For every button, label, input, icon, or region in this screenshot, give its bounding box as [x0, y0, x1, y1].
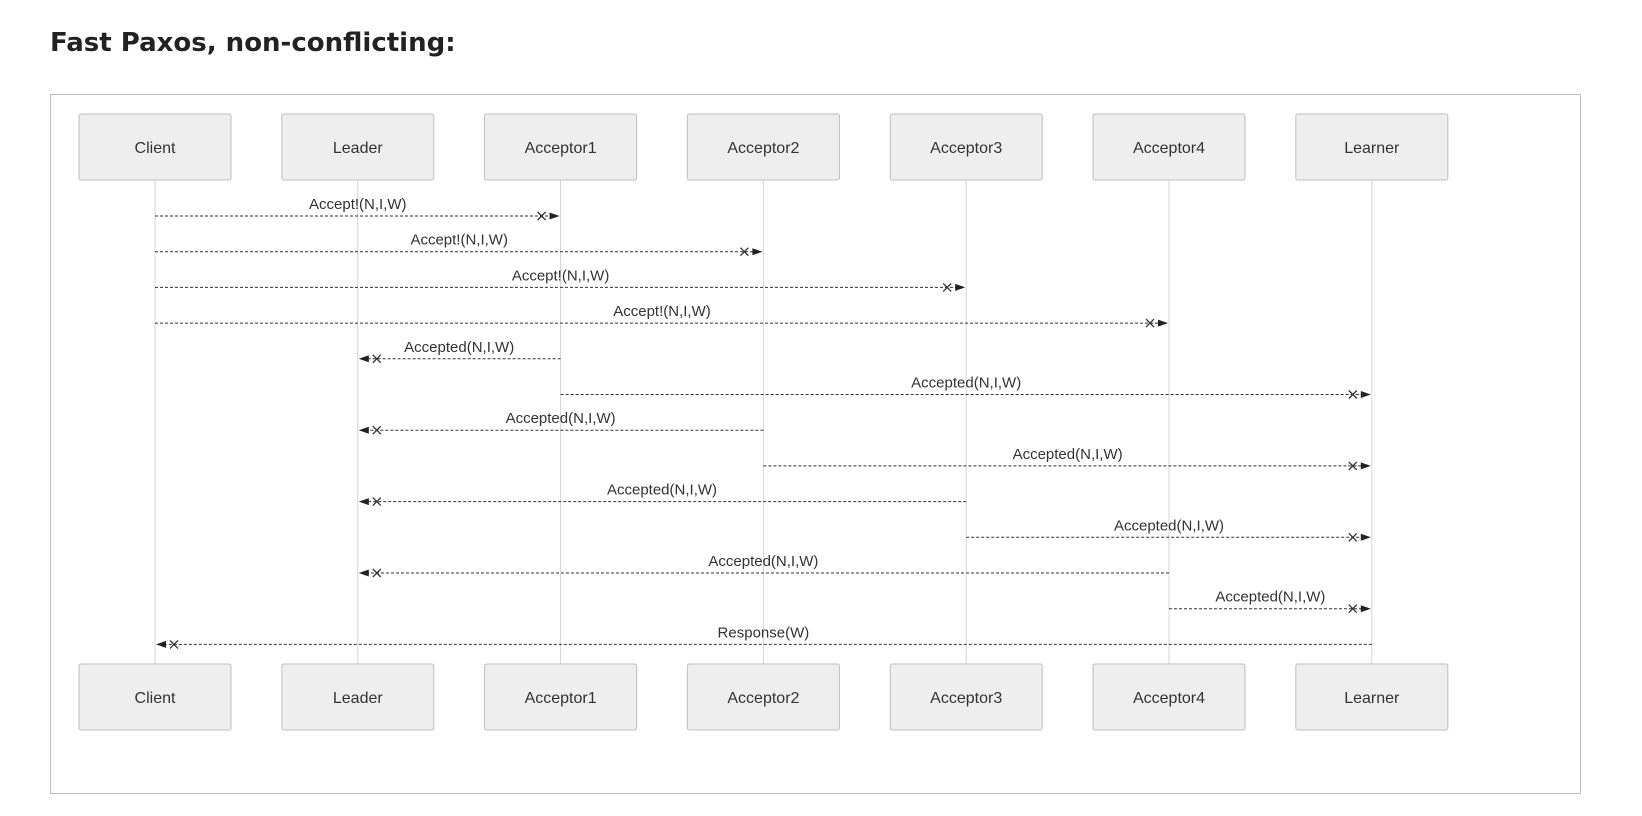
actor-box-bottom-acceptor1 [484, 663, 638, 731]
message-arrowhead-13 [156, 640, 166, 648]
actor-label-top-acceptor3: Acceptor3 [930, 140, 1002, 157]
actor-box-bottom-acceptor3 [889, 663, 1043, 731]
message-label-13: Response(W) [718, 624, 810, 641]
message-cross-mark-10 [1348, 532, 1358, 542]
message-label-5: Accepted(N,I,W) [404, 339, 514, 356]
actor-box-top-learner [1295, 113, 1449, 181]
actor-box-bottom-client [78, 663, 232, 731]
message-label-6: Accepted(N,I,W) [911, 375, 1021, 392]
message-label-11: Accepted(N,I,W) [708, 553, 818, 570]
actor-label-top-leader: Leader [333, 140, 383, 157]
actor-box-top-client [78, 113, 232, 181]
actor-label-bottom-acceptor1: Acceptor1 [525, 690, 597, 707]
message-arrowhead-11 [358, 569, 369, 577]
message-arrowhead-4 [1158, 319, 1168, 327]
actor-label-bottom-acceptor4: Acceptor4 [1133, 690, 1205, 707]
actor-box-top-leader [281, 113, 435, 181]
actor-label-bottom-leader: Leader [333, 690, 383, 707]
actor-label-bottom-acceptor3: Acceptor3 [930, 690, 1002, 707]
actor-label-bottom-client: Client [135, 690, 176, 707]
message-arrowhead-3 [955, 283, 966, 291]
actor-label-top-acceptor2: Acceptor2 [727, 140, 799, 157]
message-cross-mark-6 [1348, 390, 1358, 399]
message-label-8: Accepted(N,I,W) [1013, 446, 1123, 463]
message-arrowhead-12 [1360, 605, 1371, 613]
message-label-2: Accept!(N,I,W) [410, 232, 508, 249]
actor-label-top-acceptor1: Acceptor1 [525, 140, 597, 157]
actor-box-top-acceptor3 [889, 113, 1043, 181]
message-cross-mark-4 [1145, 318, 1155, 328]
message-label-3: Accept!(N,I,W) [512, 267, 610, 284]
message-arrowhead-6 [1360, 391, 1371, 398]
actor-label-top-acceptor4: Acceptor4 [1133, 140, 1205, 157]
message-arrowhead-5 [358, 355, 369, 363]
actor-box-bottom-acceptor4 [1092, 663, 1246, 731]
actor-box-bottom-acceptor2 [686, 663, 840, 731]
actor-label-top-learner: Learner [1344, 140, 1400, 157]
message-arrowhead-8 [1360, 462, 1371, 470]
message-arrowhead-2 [752, 248, 763, 256]
message-arrowhead-7 [358, 426, 369, 434]
message-arrowhead-9 [358, 498, 369, 506]
actor-label-bottom-acceptor2: Acceptor2 [727, 690, 799, 707]
message-label-9: Accepted(N,I,W) [607, 482, 717, 499]
page-title: Fast Paxos, non-conflicting: [50, 28, 456, 58]
message-label-1: Accept!(N,I,W) [309, 196, 407, 213]
message-cross-mark-1 [537, 211, 547, 221]
message-cross-mark-8 [1348, 461, 1358, 471]
message-cross-mark-7 [372, 425, 382, 435]
actor-box-top-acceptor2 [686, 113, 840, 181]
message-arrowhead-1 [549, 212, 560, 220]
message-cross-mark-3 [942, 282, 952, 292]
message-cross-mark-9 [372, 497, 382, 507]
message-label-10: Accepted(N,I,W) [1114, 517, 1224, 534]
message-cross-mark-2 [739, 247, 749, 257]
actor-label-top-client: Client [135, 140, 176, 157]
message-cross-mark-13 [169, 639, 179, 649]
actor-box-top-acceptor1 [484, 113, 638, 181]
message-cross-mark-12 [1348, 604, 1358, 614]
message-cross-mark-5 [372, 354, 382, 364]
message-label-12: Accepted(N,I,W) [1215, 589, 1325, 606]
actor-box-bottom-learner [1295, 663, 1449, 731]
actor-box-bottom-leader [281, 663, 435, 731]
message-label-7: Accepted(N,I,W) [506, 410, 616, 427]
message-label-4: Accept!(N,I,W) [613, 303, 711, 320]
message-arrowhead-10 [1360, 533, 1371, 541]
message-cross-mark-11 [372, 568, 382, 578]
actor-label-bottom-learner: Learner [1344, 690, 1400, 707]
actor-box-top-acceptor4 [1092, 113, 1246, 181]
